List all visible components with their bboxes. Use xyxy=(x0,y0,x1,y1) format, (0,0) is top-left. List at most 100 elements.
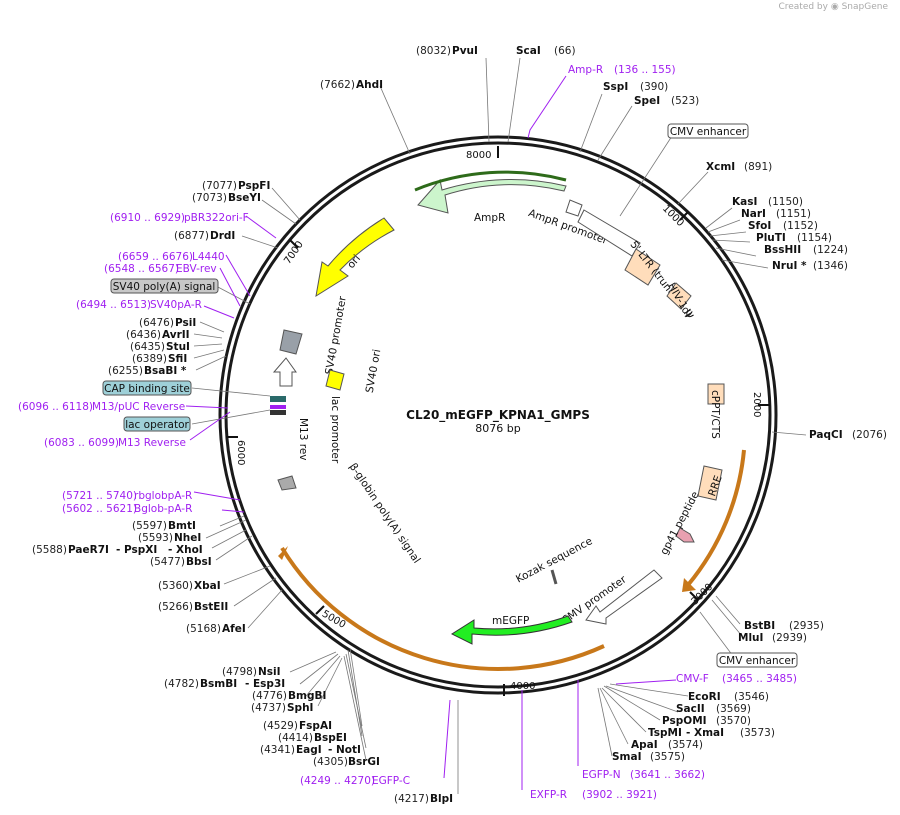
enzyme-name-sspi: SspI xyxy=(603,81,628,93)
enzyme-name-sacii: SacII xyxy=(676,703,705,715)
enzyme-sep-esp3i: - Esp3I xyxy=(245,678,285,690)
feature-label-lac-promoter: lac promoter xyxy=(329,396,341,464)
primer-range-exfp-r: (3902 .. 3921) xyxy=(582,789,657,801)
plasmid-name: CL20_mEGFP_KPNA1_GMPS xyxy=(406,408,590,423)
ltr-box xyxy=(624,248,661,286)
ampr-orf-arc xyxy=(414,170,567,192)
primer-name-m13-reverse: M13 Reverse xyxy=(118,437,186,449)
enzyme-pos-mlui: (2939) xyxy=(772,632,807,644)
tick-label-5000: 5000 xyxy=(320,609,348,631)
enzyme-pos-bmgbi: (4776) xyxy=(252,690,287,702)
enzyme-pos-eagi: (4341) xyxy=(260,744,295,756)
boxed-label-cmv-enhancer-1: CMV enhancer xyxy=(670,126,747,138)
primer-range-l4440: (6659 .. 6676) xyxy=(118,251,193,263)
rre-orf-arc xyxy=(686,449,746,587)
enzyme-name-pvui: PvuI xyxy=(452,45,478,57)
enzyme-name-bsrgi: BsrGI xyxy=(348,756,380,768)
enzyme-name-apai: ApaI xyxy=(631,739,658,751)
enzyme-pos-bstbi: (2935) xyxy=(789,620,824,632)
feature-label-beta-globin: β-globin poly(A) signal xyxy=(347,461,423,566)
tick-1000 xyxy=(679,211,689,221)
primer-name-rbglobpa-r: rbglobpA-R xyxy=(134,490,192,502)
sv40-ori-box xyxy=(325,369,345,391)
primer-range-pbr322ori-f: (6910 .. 6929) xyxy=(110,212,185,224)
megfp-orf-arrowhead xyxy=(278,546,288,560)
enzyme-name-xcmi: XcmI xyxy=(706,161,735,173)
enzyme-name-mlui: MluI xyxy=(738,632,763,644)
primer-name-ebv-rev: EBV-rev xyxy=(176,263,217,275)
credit-text: Created by xyxy=(778,2,828,12)
boxed-feature-sv40-polya: SV40 poly(A) signal xyxy=(110,278,219,294)
enzyme-pos-stui: (6435) xyxy=(130,341,165,353)
hiv-psi-box xyxy=(666,282,692,310)
enzyme-name-smai: SmaI xyxy=(612,751,642,763)
enzyme-pos-paqci: (2076) xyxy=(852,429,887,441)
enzyme-pos-sfoi: (1152) xyxy=(783,220,818,232)
kozak-mark xyxy=(550,569,558,585)
enzyme-name-psii: PsiI xyxy=(175,317,196,329)
enzyme-pos-pspfi: (7077) xyxy=(202,180,237,192)
enzyme-name-spei: SpeI xyxy=(634,95,660,107)
enzyme-pos-xmai: (3573) xyxy=(740,727,775,739)
snapgene-credit: Created by ◉ SnapGene xyxy=(778,2,888,12)
primer-name-cmv-f: CMV-F xyxy=(676,673,709,685)
boxed-feature-cap-binding: CAP binding site xyxy=(102,380,192,396)
primer-labels: Amp-R (136 .. 155) CMV-F (3465 .. 3485) … xyxy=(18,64,797,801)
primer-range-m13-reverse: (6083 .. 6099) xyxy=(44,437,119,449)
primer-range-egfp-c: (4249 .. 4270) xyxy=(300,775,375,787)
enzyme-name-xbai: XbaI xyxy=(194,580,221,592)
feature-label-sv40-ori: SV40 ori xyxy=(364,348,383,394)
enzyme-pos-sspi: (390) xyxy=(640,81,668,93)
enzyme-pos-nhei: (5593) xyxy=(138,532,173,544)
primer-name-egfp-n: EGFP-N xyxy=(582,769,621,781)
enzyme-pos-kasi: (1150) xyxy=(768,196,803,208)
primer-range-bglob-pa-r: (5602 .. 5621) xyxy=(62,503,137,515)
enzyme-name-eagi: EagI xyxy=(296,744,322,756)
plasmid-length: 8076 bp xyxy=(475,422,520,435)
leader-lines xyxy=(191,57,807,794)
primer-name-exfp-r: EXFP-R xyxy=(530,789,567,801)
megfp-arrow xyxy=(450,615,573,645)
primer-range-amp-r: (136 .. 155) xyxy=(614,64,676,76)
enzyme-name-bspei: BspEI xyxy=(314,732,347,744)
bglobin-box xyxy=(277,475,297,491)
enzyme-name-pluti: PluTI xyxy=(756,232,786,244)
enzyme-pos-ahdi: (7662) xyxy=(320,79,355,91)
tick-label-6000: 6000 xyxy=(235,440,246,465)
credit-brand: SnapGene xyxy=(841,2,888,12)
enzyme-name-bsabi: BsaBI * xyxy=(144,365,187,377)
enzyme-name-ahdi: AhdI xyxy=(356,79,383,91)
feature-label-sv40-promoter: SV40 promoter xyxy=(323,295,349,376)
feature-label-megfp: mEGFP xyxy=(492,615,529,627)
sv40-promoter-arrow xyxy=(272,357,297,387)
enzyme-name-nsii: NsiI xyxy=(258,666,281,678)
enzyme-name-bbsi: BbsI xyxy=(186,556,212,568)
primer-range-rbglobpa-r: (5721 .. 5740) xyxy=(62,490,137,502)
enzyme-pos-fspai: (4529) xyxy=(263,720,298,732)
tick-label-4000: 4000 xyxy=(510,681,535,692)
enzyme-name-bsshii: BssHII xyxy=(764,244,801,256)
boxed-label-lac-operator: lac operator xyxy=(125,419,189,431)
enzyme-pos-paer7i: (5588) xyxy=(32,544,67,556)
primer-name-sv40pa-r: SV40pA-R xyxy=(150,299,202,311)
enzyme-pos-bsrgi: (4305) xyxy=(313,756,348,768)
primer-name-pbr322ori-f: pBR322ori-F xyxy=(184,212,249,224)
primer-name-m13-puc-reverse: M13/pUC Reverse xyxy=(92,401,185,413)
ori-arrow xyxy=(315,217,395,298)
enzyme-name-pspfi: PspFI xyxy=(238,180,270,192)
feature-label-cppt-cts: cPPT/CTS xyxy=(709,390,721,439)
enzyme-name-tspmi: TspMI xyxy=(648,727,682,739)
enzyme-pos-bsshii: (1224) xyxy=(813,244,848,256)
rre-orf-arrowhead xyxy=(682,578,696,592)
boxed-feature-cmv-enhancer-top: CMV enhancer xyxy=(667,123,749,139)
enzyme-pos-bsmbi: (4782) xyxy=(164,678,199,690)
enzyme-name-sphi: SphI xyxy=(287,702,313,714)
rre-box xyxy=(697,465,723,501)
boxed-label-cmv-enhancer-2: CMV enhancer xyxy=(719,655,796,667)
enzyme-pos-apai: (3574) xyxy=(668,739,703,751)
enzyme-sep-pspxi: - PspXI xyxy=(116,544,157,556)
tick-3000 xyxy=(689,591,699,601)
enzyme-name-bmti: BmtI xyxy=(168,520,196,532)
